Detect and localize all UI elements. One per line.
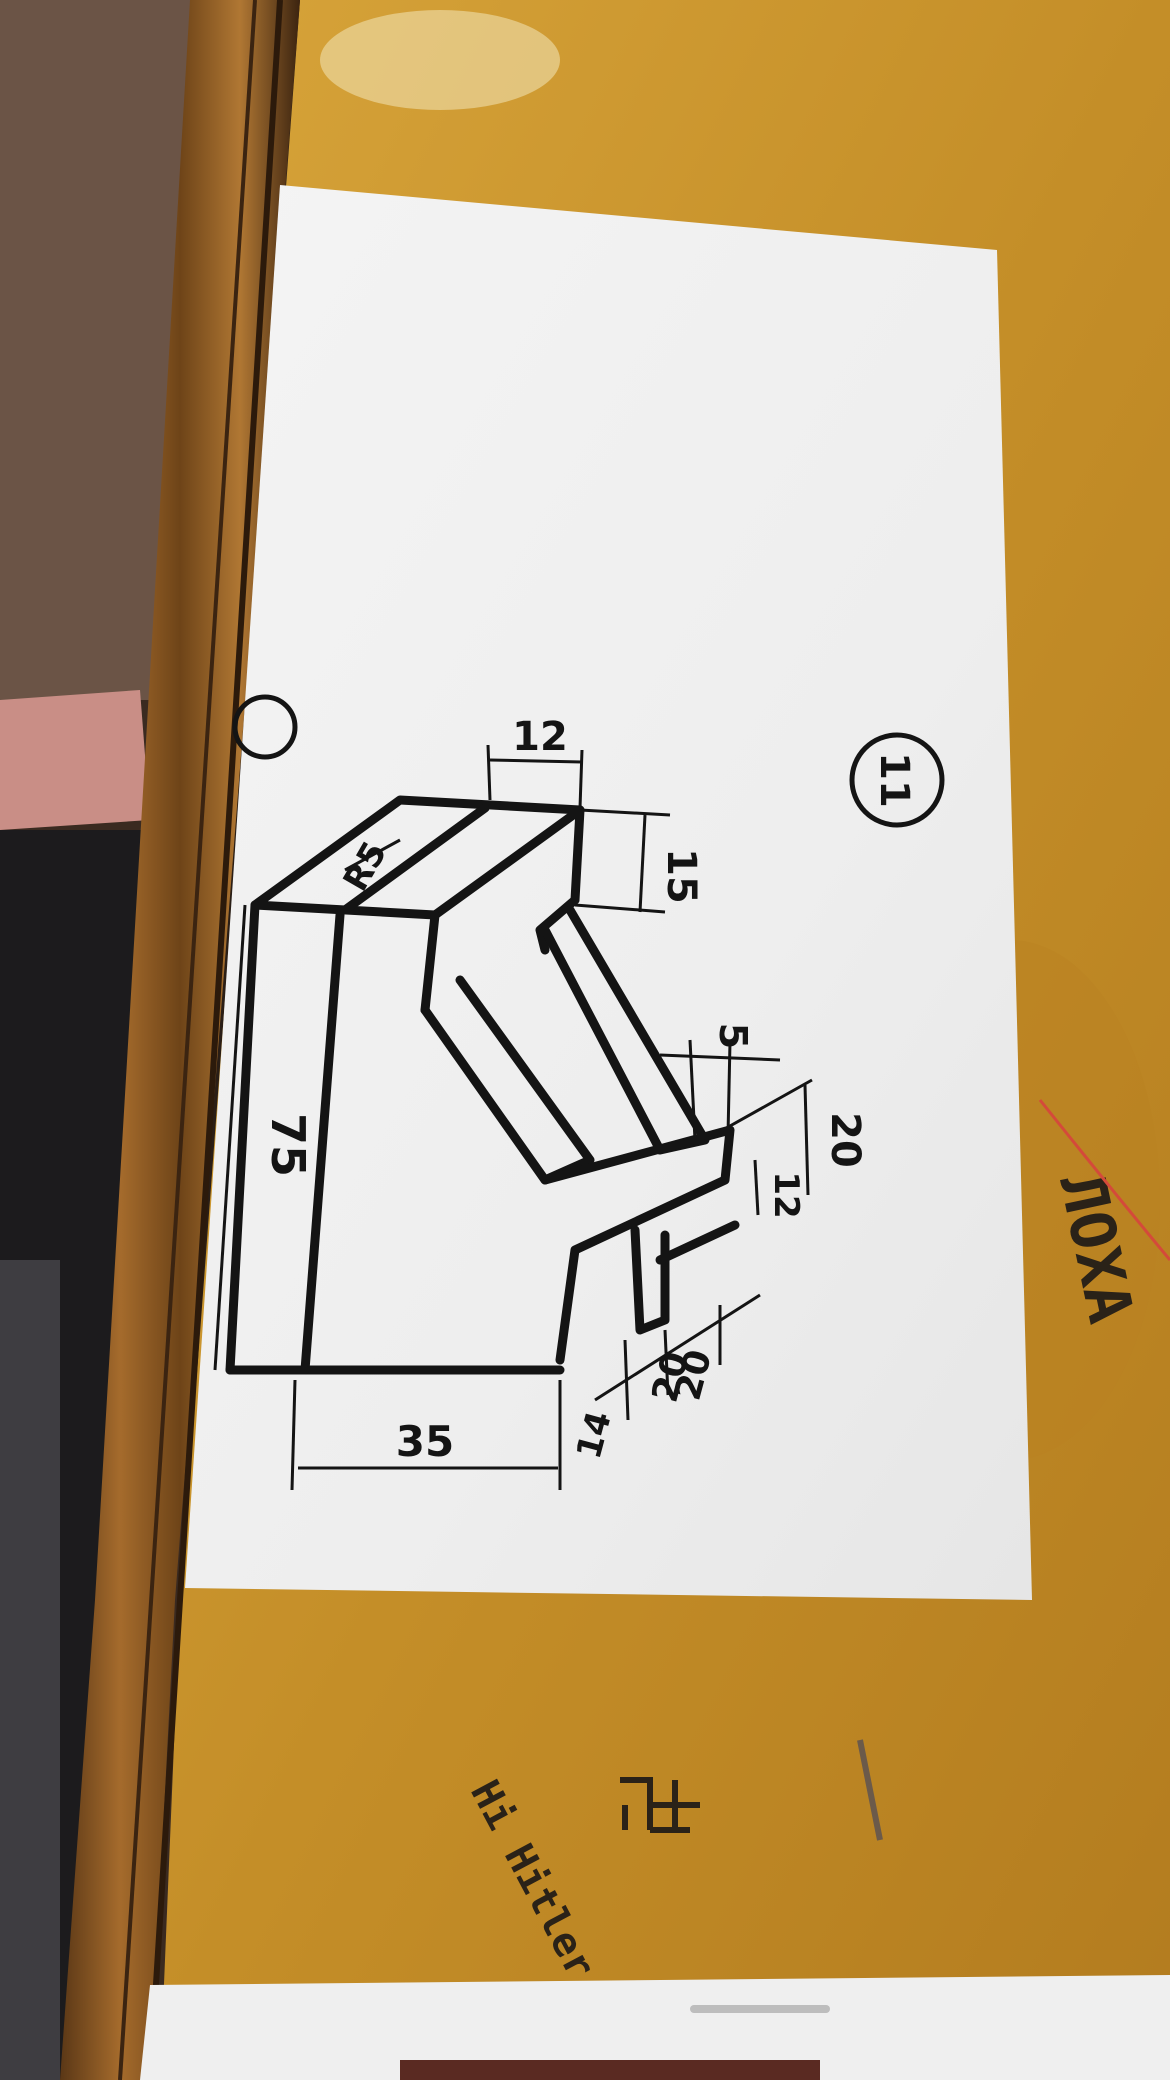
bottom-white-object xyxy=(140,1975,1170,2080)
dim-20-ext xyxy=(704,1078,813,1142)
desk-scratch xyxy=(857,1739,883,1841)
dim-5-line xyxy=(659,1053,781,1062)
dimension-lines xyxy=(213,744,813,1491)
dim-top-height-label: 15 xyxy=(658,848,704,904)
sheet-number-circle xyxy=(849,732,945,828)
edge-groove-line xyxy=(147,0,283,2080)
paper-sheet xyxy=(185,185,1032,1600)
dim-overall-height-label: 75 xyxy=(261,1113,315,1177)
dim-5-ext-right xyxy=(726,1041,732,1136)
dim-12-ext-right xyxy=(578,749,584,809)
bottom-object-slot xyxy=(690,2005,830,2013)
desk-edge xyxy=(60,0,300,2080)
dim-depth-line xyxy=(594,1293,761,1402)
dim-15-ext-bottom xyxy=(574,903,666,914)
base-slot-edge xyxy=(655,1220,740,1265)
dim-15-line xyxy=(638,814,647,913)
top-right-return xyxy=(535,895,580,955)
base-slot xyxy=(630,1225,670,1335)
dim-35-ext-left xyxy=(290,1379,297,1491)
dim-75-line xyxy=(213,904,247,1371)
dim-step-height-label: 20 xyxy=(822,1112,868,1168)
dim-12-ext-left xyxy=(486,744,492,801)
dim-20-line xyxy=(803,1084,810,1196)
desk-carved-symbol xyxy=(620,1777,700,1833)
sheet-number-label: 11 xyxy=(871,752,917,808)
dim-top-width-label: 12 xyxy=(512,714,568,760)
edge-grain-line xyxy=(118,0,257,2080)
dim-chamfer-line xyxy=(344,838,401,872)
clothing-pattern xyxy=(0,1260,60,2080)
isometric-part-drawing xyxy=(225,795,740,1375)
dim-rib-label: 5 xyxy=(711,1023,755,1049)
top-right-edge xyxy=(570,805,585,905)
dim-inner-height-label: 12 xyxy=(766,1171,806,1218)
dim-12-right-line xyxy=(753,1159,760,1216)
dim-depth-ext-a xyxy=(623,1339,630,1421)
bottom-object-strip xyxy=(400,2060,820,2080)
dim-12-line xyxy=(489,758,583,764)
base-step xyxy=(540,1125,735,1365)
desk-red-mark xyxy=(1038,1099,1170,1261)
dim-15-ext-top xyxy=(579,808,671,817)
left-column-inner-edge xyxy=(300,910,345,1375)
desk-glare xyxy=(320,10,560,110)
dim-depth-ext-b xyxy=(663,1329,670,1396)
dim-base-length-label: 35 xyxy=(396,1417,454,1466)
top-front-edge xyxy=(420,910,440,1015)
dim-5-ext-left xyxy=(688,1039,697,1141)
person-hand xyxy=(0,690,150,830)
partial-circle-mark xyxy=(232,694,298,760)
top-slab-inner-edge xyxy=(340,803,490,915)
left-column-outer-edge xyxy=(225,900,260,1375)
